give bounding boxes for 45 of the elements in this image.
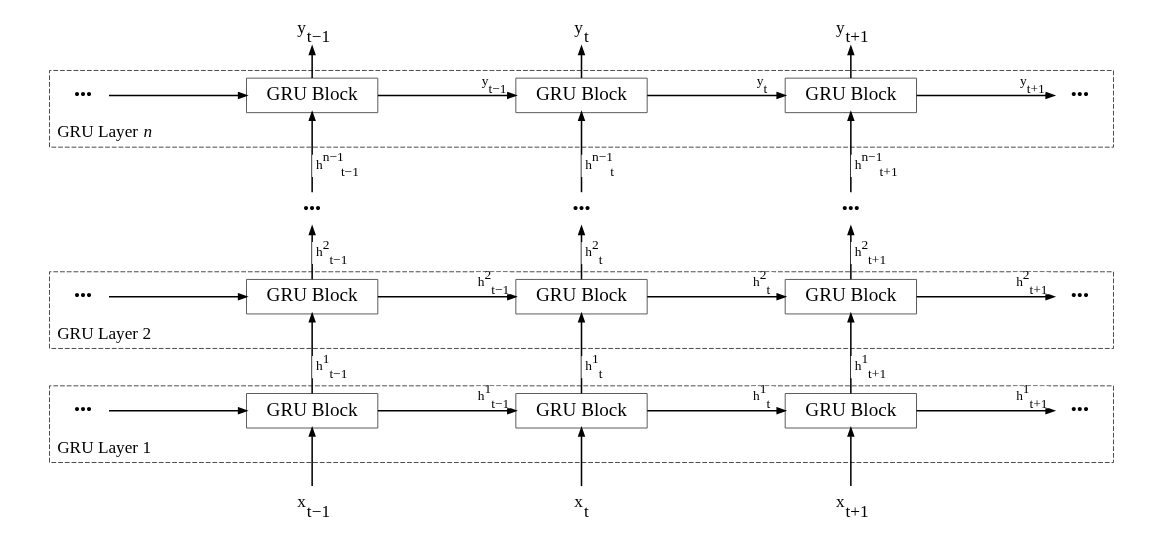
arrow bbox=[646, 407, 788, 415]
node-box: GRU Block bbox=[784, 393, 917, 429]
arrow bbox=[847, 110, 855, 193]
arrow bbox=[377, 407, 518, 415]
arrow bbox=[577, 426, 586, 487]
node-box: GRU Block bbox=[246, 393, 379, 429]
node-text: ••• bbox=[303, 198, 322, 218]
arrow bbox=[308, 311, 316, 395]
node-text: ••• bbox=[841, 198, 860, 218]
node-text: ••• bbox=[73, 84, 93, 104]
node-box: GRU Block bbox=[515, 278, 648, 315]
node-box: GRU Block bbox=[515, 393, 648, 429]
arrow bbox=[108, 407, 249, 415]
node-box: GRU Block bbox=[515, 77, 648, 114]
arrow bbox=[308, 44, 316, 79]
node-text: ••• bbox=[572, 198, 591, 218]
arrow bbox=[847, 426, 855, 487]
arrow bbox=[377, 91, 518, 100]
node-box: GRU Block bbox=[784, 77, 917, 114]
arrow bbox=[847, 44, 855, 79]
arrow bbox=[577, 224, 586, 281]
node-box: GRU Block bbox=[246, 278, 379, 315]
node-text: ••• bbox=[1070, 399, 1089, 419]
node-text: ••• bbox=[73, 399, 93, 419]
node-text: ••• bbox=[73, 285, 93, 305]
node-box: GRU Block bbox=[246, 77, 379, 114]
arrow bbox=[308, 426, 316, 487]
arrow bbox=[308, 224, 316, 281]
arrow bbox=[915, 91, 1057, 100]
node-box: GRU Block bbox=[784, 278, 917, 315]
arrow bbox=[847, 311, 855, 395]
arrow bbox=[577, 44, 586, 79]
node-text: ••• bbox=[1070, 84, 1089, 104]
arrow bbox=[847, 224, 855, 281]
arrow bbox=[915, 407, 1057, 415]
node-text: ••• bbox=[1070, 285, 1089, 305]
arrow bbox=[915, 292, 1057, 301]
arrow bbox=[108, 292, 249, 301]
arrow bbox=[646, 292, 788, 301]
arrow bbox=[308, 110, 316, 193]
arrow bbox=[108, 91, 249, 100]
arrow bbox=[577, 110, 586, 193]
arrow bbox=[377, 292, 518, 301]
arrow bbox=[577, 311, 586, 395]
arrow bbox=[646, 91, 788, 100]
